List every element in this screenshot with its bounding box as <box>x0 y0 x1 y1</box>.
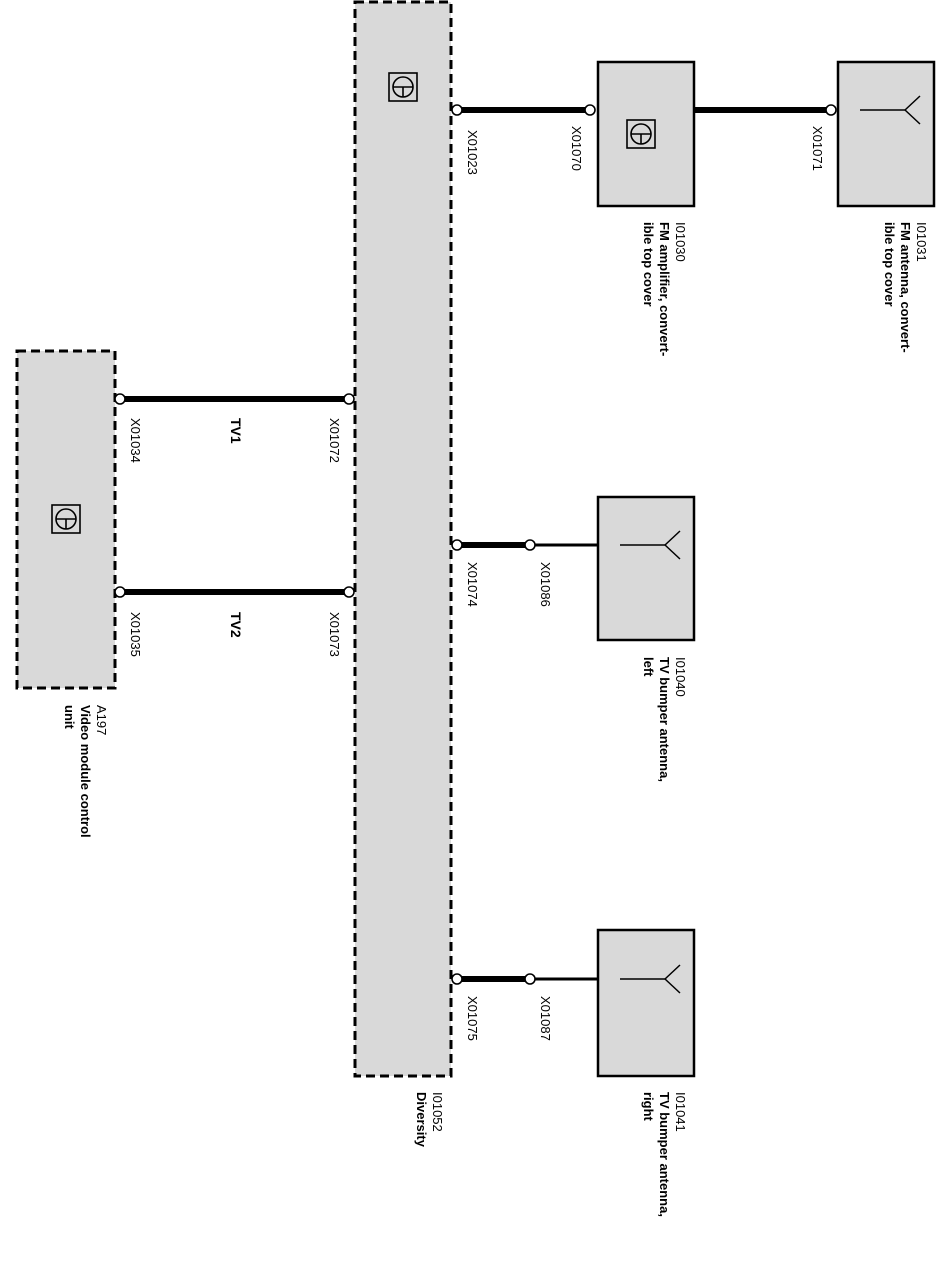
tv-left-name-line1: TV bumper antenna, <box>657 657 672 782</box>
label-x01023: X01023 <box>465 130 480 175</box>
tv-left-name-line2: left <box>641 657 656 677</box>
wire-label-tv2: TV2 <box>228 612 244 638</box>
label-x01071: X01071 <box>810 126 825 171</box>
label-x01086: X01086 <box>538 562 553 607</box>
tv-right-id: I01041 <box>673 1092 688 1132</box>
fm-amplifier-name-line1: FM amplifier, convert- <box>657 222 672 356</box>
fm-antenna-name-line1: FM antenna, convert- <box>898 222 913 353</box>
pin-x01070 <box>584 104 596 116</box>
pin-x01035 <box>114 586 126 598</box>
pin-x01087 <box>524 973 536 985</box>
pin-x01072 <box>343 393 355 405</box>
fm-antenna-icon <box>860 95 921 125</box>
label-x01034: X01034 <box>128 418 143 463</box>
label-x01087: X01087 <box>538 996 553 1041</box>
fm-amplifier-id: I01030 <box>673 222 688 262</box>
video-module-name-line1: Video module control <box>78 705 93 838</box>
label-x01075: X01075 <box>465 996 480 1041</box>
fm-antenna-box <box>836 60 936 208</box>
label-x01035: X01035 <box>128 612 143 657</box>
pin-x01086 <box>524 539 536 551</box>
tv-right-name-line1: TV bumper antenna, <box>657 1092 672 1217</box>
pin-x01075 <box>451 973 463 985</box>
fm-antenna-name-line2: ible top cover <box>882 222 897 307</box>
pin-x01074 <box>451 539 463 551</box>
video-module-name-line2: unit <box>62 705 77 729</box>
label-x01070: X01070 <box>569 126 584 171</box>
tv-left-antenna-icon <box>620 530 681 560</box>
tv-right-antenna-box <box>596 928 696 1078</box>
fm-amplifier-module-icon <box>626 119 656 149</box>
diversity-box <box>353 0 453 1078</box>
diversity-name: Diversity <box>414 1092 429 1148</box>
pin-x01023 <box>451 104 463 116</box>
video-module-id: A197 <box>94 705 109 735</box>
label-x01074: X01074 <box>465 562 480 607</box>
tv-right-name-line2: right <box>641 1092 656 1122</box>
label-x01072: X01072 <box>327 418 342 463</box>
diversity-module-icon <box>388 72 418 102</box>
tv-left-antenna-box <box>596 495 696 642</box>
pin-x01034 <box>114 393 126 405</box>
fm-antenna-id: I01031 <box>914 222 929 262</box>
wire-label-tv1: TV1 <box>228 418 244 444</box>
pin-x01073 <box>343 586 355 598</box>
diversity-id: I01052 <box>430 1092 445 1132</box>
tv-left-id: I01040 <box>673 657 688 697</box>
pin-x01071 <box>825 104 837 116</box>
video-module-icon <box>51 504 81 534</box>
tv-right-antenna-icon <box>620 964 681 994</box>
label-x01073: X01073 <box>327 612 342 657</box>
fm-amplifier-name-line2: ible top cover <box>641 222 656 307</box>
